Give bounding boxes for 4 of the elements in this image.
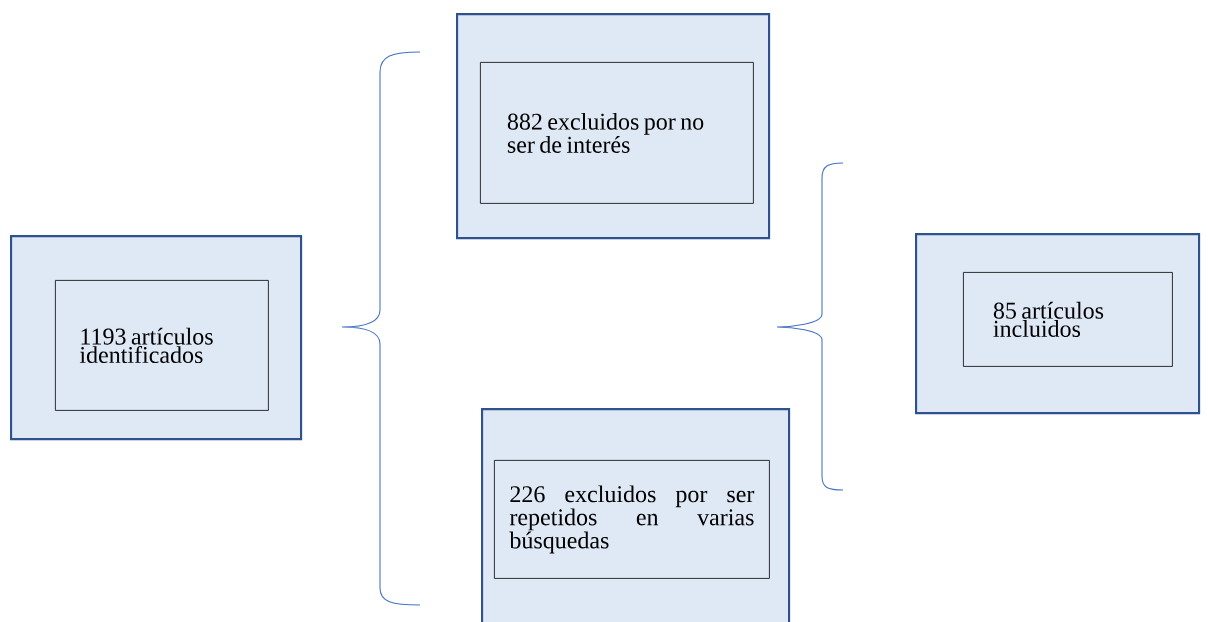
text-box: 226 excluidos por ser repetidos en varias búsquedas [494,460,770,579]
text-box: 1193 artículos identificados [55,280,269,411]
text-box: 85 artículos incluidos [963,272,1173,367]
text-box: 882 excluidos por no ser de interés [480,62,754,204]
